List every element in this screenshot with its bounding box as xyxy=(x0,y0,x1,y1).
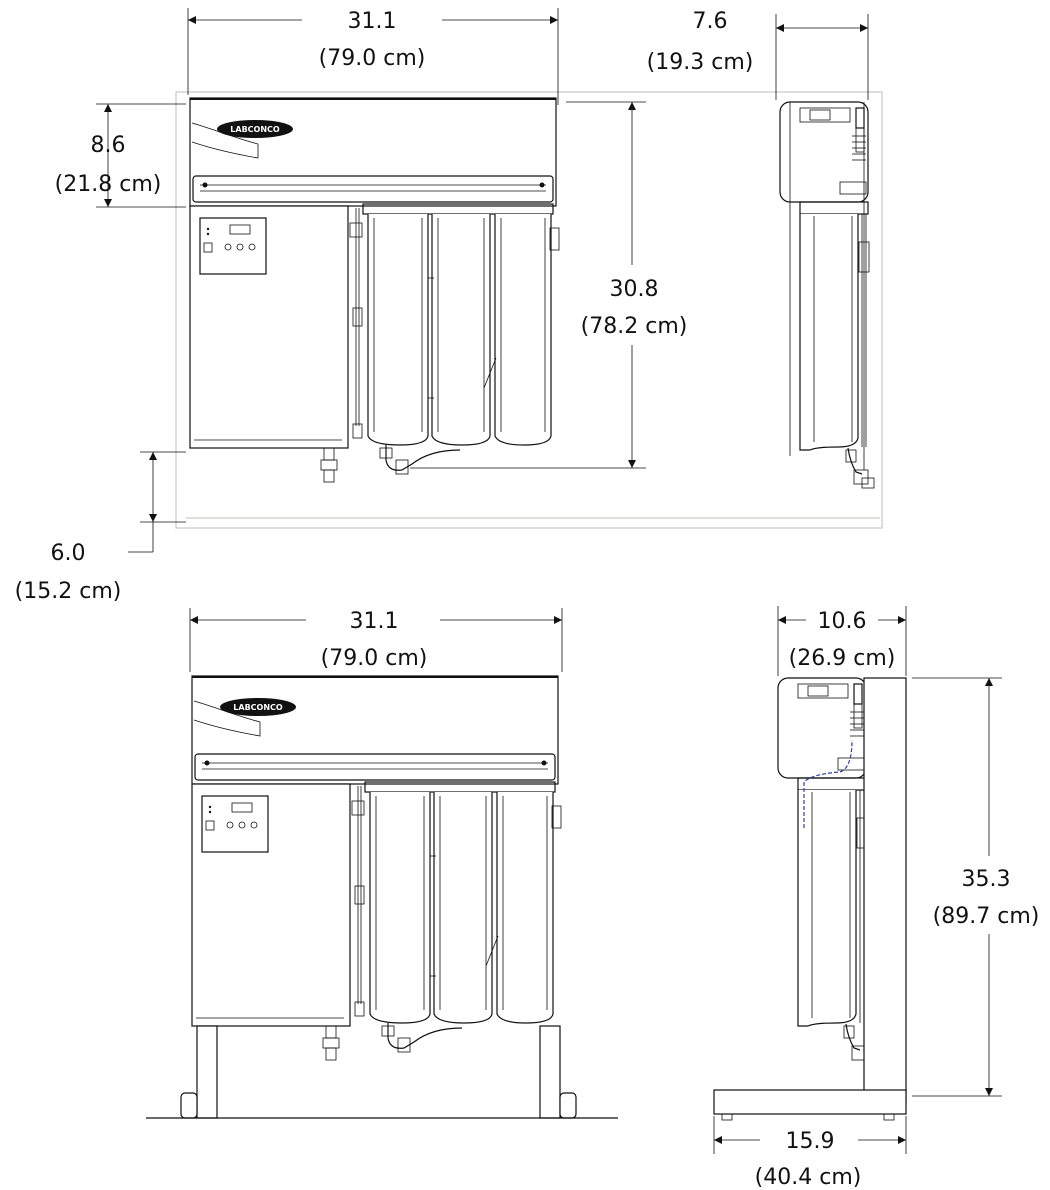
bottom-width-in: 31.1 xyxy=(350,609,399,634)
svg-text:LABCONCO: LABCONCO xyxy=(233,703,283,712)
floor-clearance-in: 6.0 xyxy=(51,541,86,566)
dimension-floor-clearance: 6.0 (15.2 cm) xyxy=(15,451,186,604)
hood-height-cm: (21.8 cm) xyxy=(55,172,162,197)
top-view: LABCONCO 31.1 (79.0 cm) 8.6 (21.8 cm) xyxy=(15,8,883,604)
side-elevation-wall-mount xyxy=(779,101,875,489)
bottom-width-cm: (79.0 cm) xyxy=(321,646,428,671)
total-height-in: 35.3 xyxy=(962,867,1011,892)
dimension-base-depth: 15.9 (40.4 cm) xyxy=(713,1116,907,1190)
dimension-hood-height: 8.6 (21.8 cm) xyxy=(55,103,186,208)
labconco-logo: LABCONCO xyxy=(217,120,293,138)
front-elevation-stand: LABCONCO xyxy=(146,675,618,1119)
hood-height-in: 8.6 xyxy=(91,133,126,158)
unit-height-in: 30.8 xyxy=(610,277,659,302)
labconco-logo-stand: LABCONCO xyxy=(220,698,296,716)
unit-height-cm: (78.2 cm) xyxy=(581,314,688,339)
total-height-cm: (89.7 cm) xyxy=(933,904,1040,929)
svg-text:LABCONCO: LABCONCO xyxy=(230,125,280,134)
side-depth-bottom-cm: (26.9 cm) xyxy=(789,646,896,671)
wall-outline xyxy=(175,91,883,529)
base-depth-in: 15.9 xyxy=(786,1129,835,1154)
dimension-side-depth-bottom: 10.6 (26.9 cm) xyxy=(777,606,907,676)
side-depth-top-in: 7.6 xyxy=(693,9,728,34)
side-depth-bottom-in: 10.6 xyxy=(818,609,867,634)
side-elevation-stand xyxy=(713,677,907,1121)
side-depth-top-cm: (19.3 cm) xyxy=(647,50,754,75)
dimension-bottom-width: 31.1 (79.0 cm) xyxy=(189,608,563,672)
front-elevation-wall-mount: LABCONCO xyxy=(189,97,560,483)
dimension-total-height: 35.3 (89.7 cm) xyxy=(912,677,1040,1097)
dimension-top-width: 31.1 (79.0 cm) xyxy=(187,8,559,105)
floor-clearance-cm: (15.2 cm) xyxy=(15,579,122,604)
top-width-cm: (79.0 cm) xyxy=(319,46,426,71)
bottom-view: LABCONCO 31.1 (79.0 cm xyxy=(146,606,1039,1190)
top-width-in: 31.1 xyxy=(348,9,397,34)
dimension-unit-height: 30.8 (78.2 cm) xyxy=(410,101,688,469)
base-depth-cm: (40.4 cm) xyxy=(755,1165,862,1190)
dimension-side-depth-top: 7.6 (19.3 cm) xyxy=(647,9,869,100)
